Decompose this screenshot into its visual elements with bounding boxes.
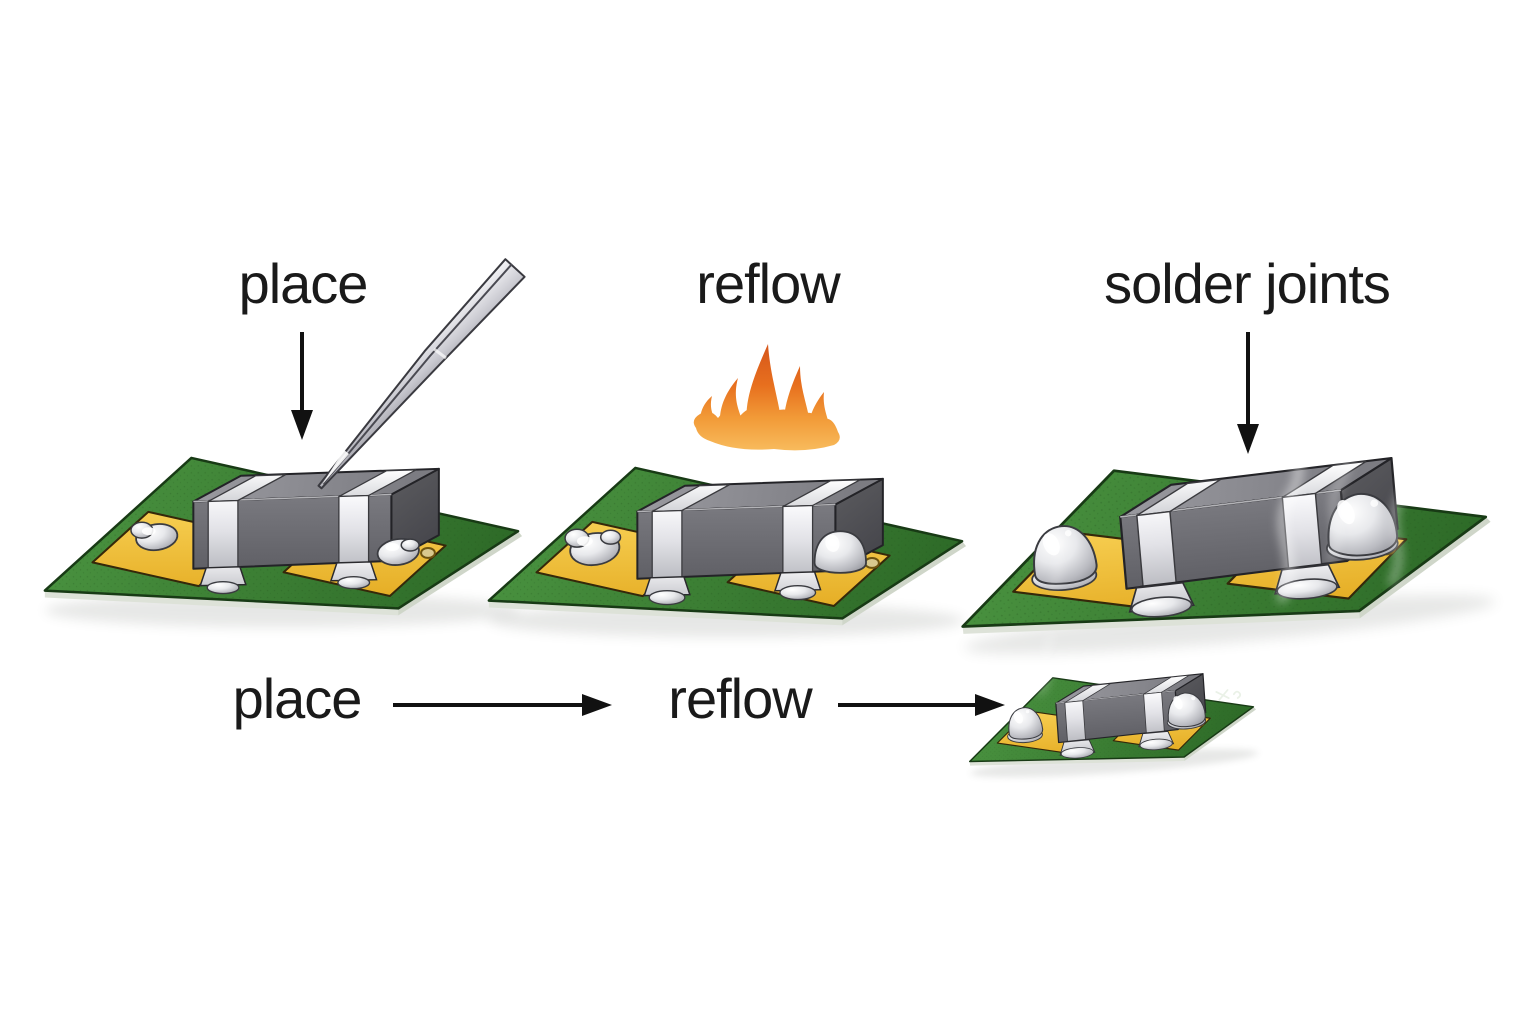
- smoke-wisps-icon: [1037, 429, 1412, 695]
- right-arrow-icon: [393, 694, 612, 716]
- pcb-board-reflow: [489, 468, 966, 637]
- melting-solder: [564, 528, 867, 606]
- pcb-board-small-finished: [964, 664, 1259, 783]
- label-solder-joints: solder joints: [1104, 252, 1391, 315]
- solder-paste-blobs: [130, 521, 420, 595]
- pcb-board-solder-joints: [950, 438, 1499, 665]
- down-arrow-icon: [1237, 332, 1259, 454]
- right-arrow-icon: [838, 694, 1005, 716]
- solder-dome: [813, 530, 867, 574]
- pcb-board-placed: [45, 458, 522, 627]
- label-reflow-bottom: reflow: [668, 667, 812, 730]
- label-place-top: place: [238, 252, 369, 315]
- scribble-mark-icon: [1215, 689, 1242, 701]
- flame-icon: [693, 344, 840, 451]
- label-reflow-top: reflow: [696, 252, 840, 315]
- tweezers-icon: [317, 258, 526, 490]
- label-place-bottom: place: [232, 667, 363, 730]
- down-arrow-icon: [291, 332, 313, 440]
- arrows: [291, 332, 1259, 716]
